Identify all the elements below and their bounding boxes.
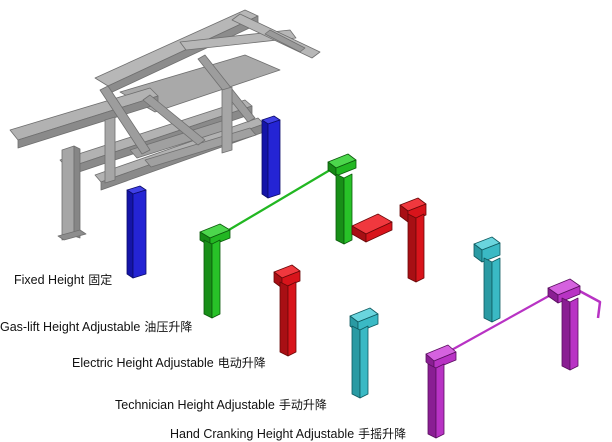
hand-cranking-legs <box>425 278 602 439</box>
label-technician-cn: 手动升降 <box>278 398 327 412</box>
label-electric-cn: 电动升降 <box>217 356 266 370</box>
label-technician-en: Technician Height Adjustable <box>115 398 275 412</box>
label-hand-cranking-en: Hand Cranking Height Adjustable <box>170 427 355 441</box>
label-fixed-height-cn: 固定 <box>88 273 113 287</box>
desk-frame <box>9 9 321 241</box>
technician-legs <box>349 236 501 399</box>
label-gas-lift-en: Gas-lift Height Adjustable <box>0 320 141 334</box>
label-fixed-height-en: Fixed Height <box>14 273 85 287</box>
label-gas-lift-cn: 油压升降 <box>144 320 193 334</box>
label-electric-en: Electric Height Adjustable <box>72 356 214 370</box>
gas-lift-legs <box>199 153 357 319</box>
electric-legs <box>273 197 427 357</box>
label-hand-cranking-cn: 手摇升降 <box>358 427 407 441</box>
fixed-height-legs <box>126 115 281 279</box>
